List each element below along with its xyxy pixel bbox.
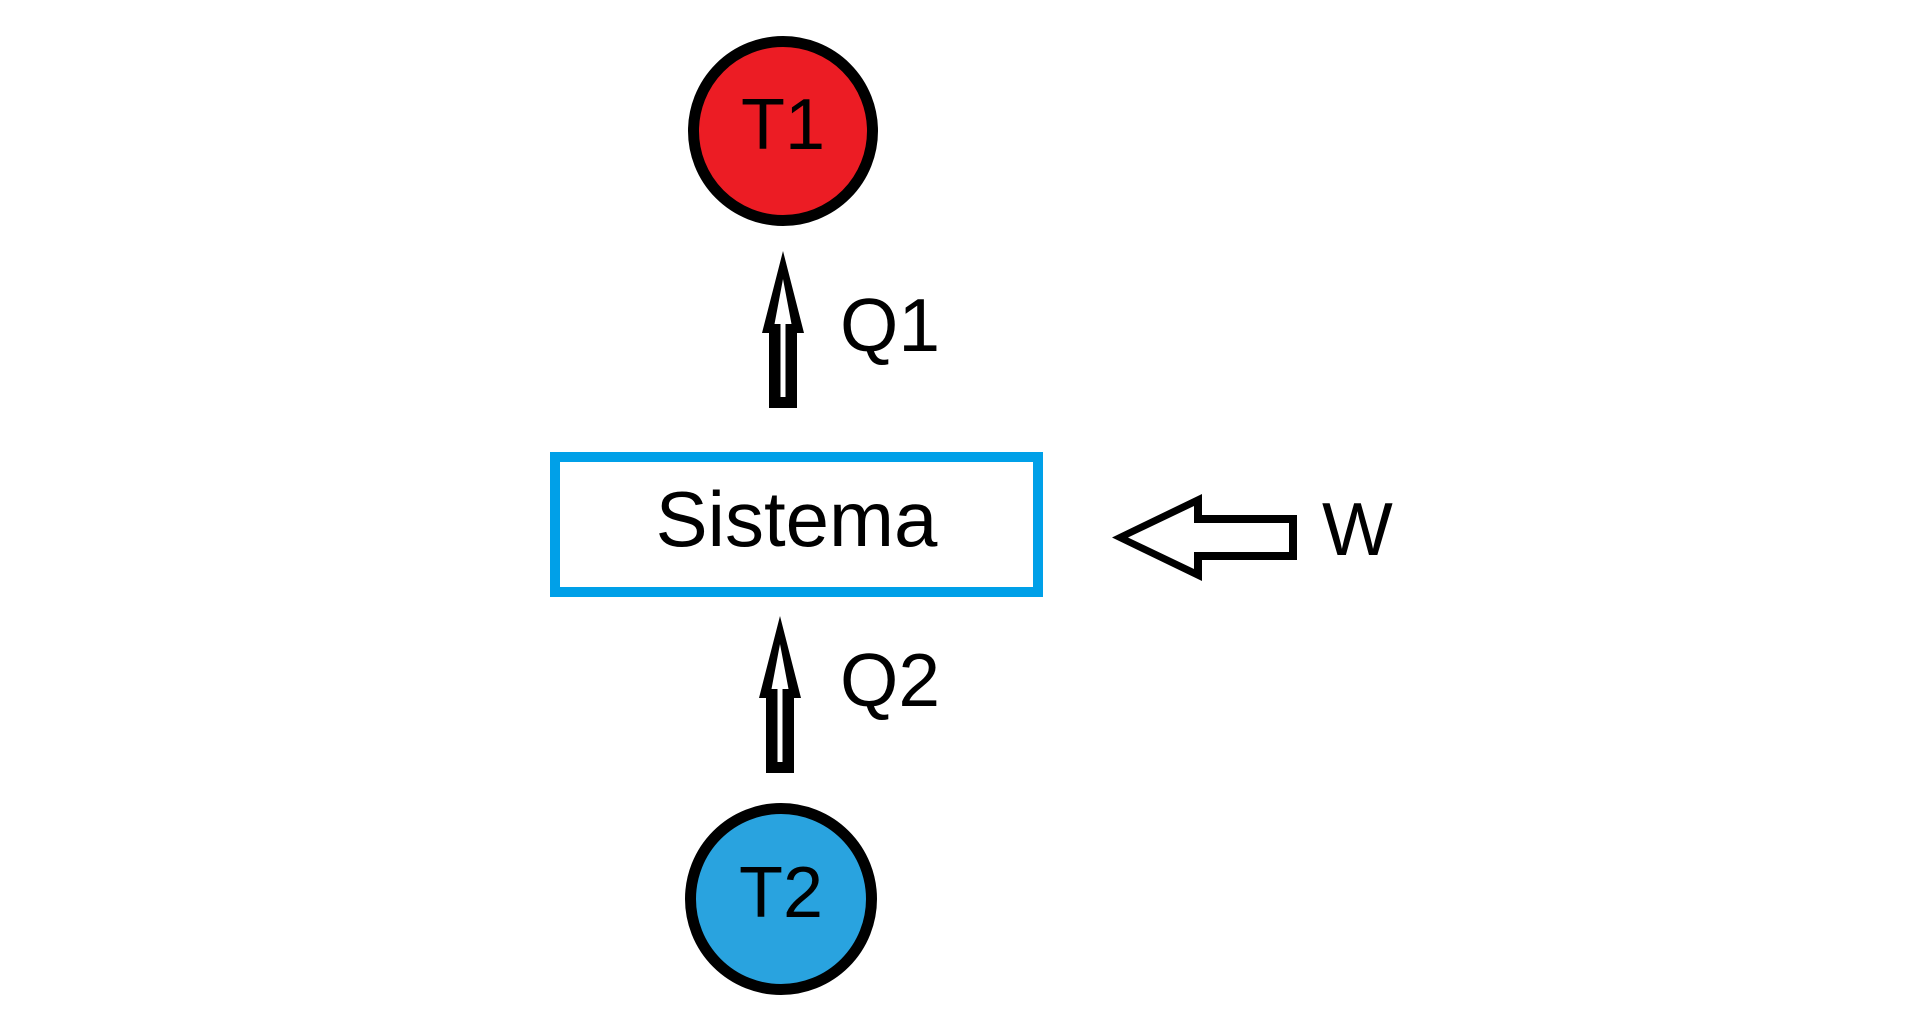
system-box-label: Sistema <box>655 474 938 563</box>
q2-up-arrow-icon <box>759 616 801 773</box>
q1-flow-label: Q1 <box>840 283 941 367</box>
work-flow-label: W <box>1322 487 1393 571</box>
cold-reservoir-label: T2 <box>738 853 824 933</box>
hot-reservoir-label: T1 <box>740 85 826 165</box>
q1-up-arrow-icon <box>762 251 804 408</box>
hot-reservoir-circle: T1 <box>688 36 878 226</box>
cold-reservoir-circle: T2 <box>685 803 877 995</box>
system-box: Sistema <box>550 452 1043 597</box>
work-left-arrow-icon <box>1112 494 1297 581</box>
q2-flow-label: Q2 <box>840 638 941 722</box>
